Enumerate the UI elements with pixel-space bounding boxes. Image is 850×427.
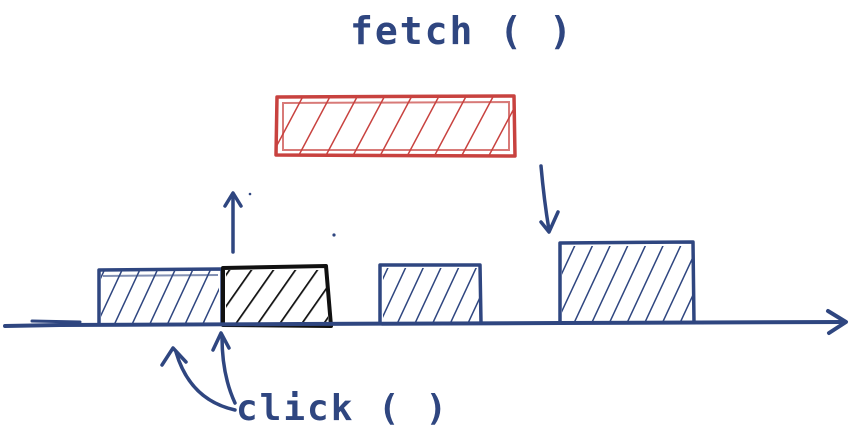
ink-dot — [248, 192, 252, 196]
task-block-1 — [97, 267, 224, 323]
click-label: click ( ) — [236, 388, 449, 427]
timeline-arrow-icon — [3, 309, 848, 335]
task-block-2-current — [221, 264, 333, 328]
fetch-task-block — [274, 94, 517, 158]
task-block-3 — [378, 263, 483, 324]
ink-dot — [332, 233, 336, 237]
fetch-label: fetch ( ) — [350, 9, 574, 53]
return-arrow-icon — [539, 164, 560, 234]
task-block-4 — [558, 240, 696, 324]
call-arrow-icon — [223, 191, 243, 254]
click-pointer-arrow-icon — [160, 331, 237, 412]
